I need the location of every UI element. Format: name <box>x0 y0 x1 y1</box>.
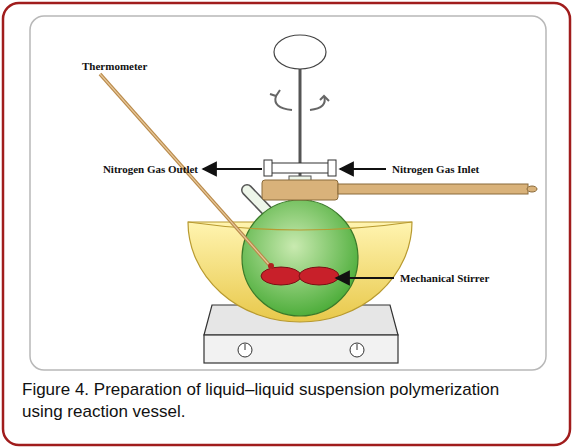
callout-label: Thermometer <box>82 60 147 73</box>
leader-arrow <box>203 169 394 278</box>
callout-label: Nitrogen Gas Outlet <box>103 163 198 176</box>
round-bottom-flask <box>242 176 358 316</box>
rotation-arrow <box>270 90 329 110</box>
callout-label: Mechanical Stirrer <box>400 272 489 285</box>
stirrer-handle <box>274 35 326 69</box>
thermometer <box>100 74 272 268</box>
stirrer-blade <box>261 267 339 285</box>
outer-frame <box>3 3 570 445</box>
callout-label: Nitrogen Gas Inlet <box>392 163 479 176</box>
figure-panel <box>30 16 546 370</box>
clamp <box>262 160 537 200</box>
figure-caption: Figure 4. Preparation of liquid–liquid s… <box>22 379 542 423</box>
